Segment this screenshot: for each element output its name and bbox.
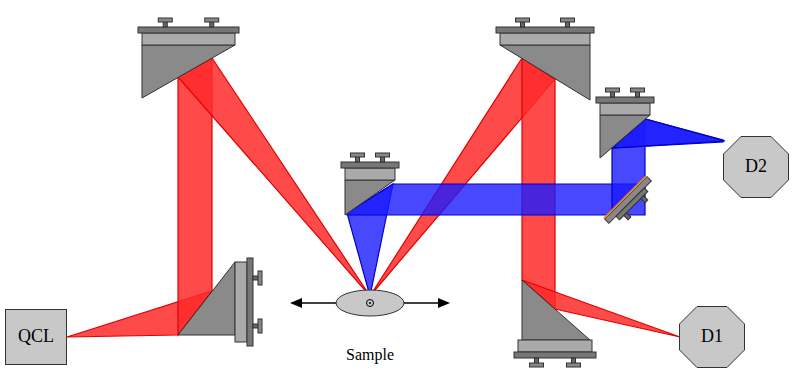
- beam-splitter: [603, 175, 659, 231]
- mirror-mount: [341, 153, 399, 180]
- reflected-beam: [347, 184, 645, 215]
- laser-source: QCL: [5, 309, 67, 365]
- mirror-mount: [235, 258, 262, 346]
- detector: D2: [723, 136, 789, 198]
- mirror-mount: [138, 18, 239, 45]
- translation-arrow: [290, 298, 450, 308]
- mirror-mount: [496, 18, 594, 45]
- parabolic-mirror: [600, 115, 650, 158]
- parabolic-mirror: [500, 45, 590, 100]
- node-label: D1: [701, 326, 723, 348]
- laser-beam: [178, 58, 370, 296]
- node-label: D2: [745, 156, 767, 178]
- sample-stage: Sample: [325, 288, 415, 366]
- node-label: QCL: [18, 326, 54, 348]
- mirror-mount: [596, 88, 654, 115]
- parabolic-mirror: [178, 262, 235, 335]
- parabolic-mirror: [142, 45, 235, 98]
- parabolic-mirror: [522, 280, 590, 340]
- mirror-mount: [514, 340, 596, 367]
- detector: D1: [679, 306, 745, 368]
- parabolic-mirror: [345, 180, 395, 215]
- node-label: Sample: [346, 345, 394, 366]
